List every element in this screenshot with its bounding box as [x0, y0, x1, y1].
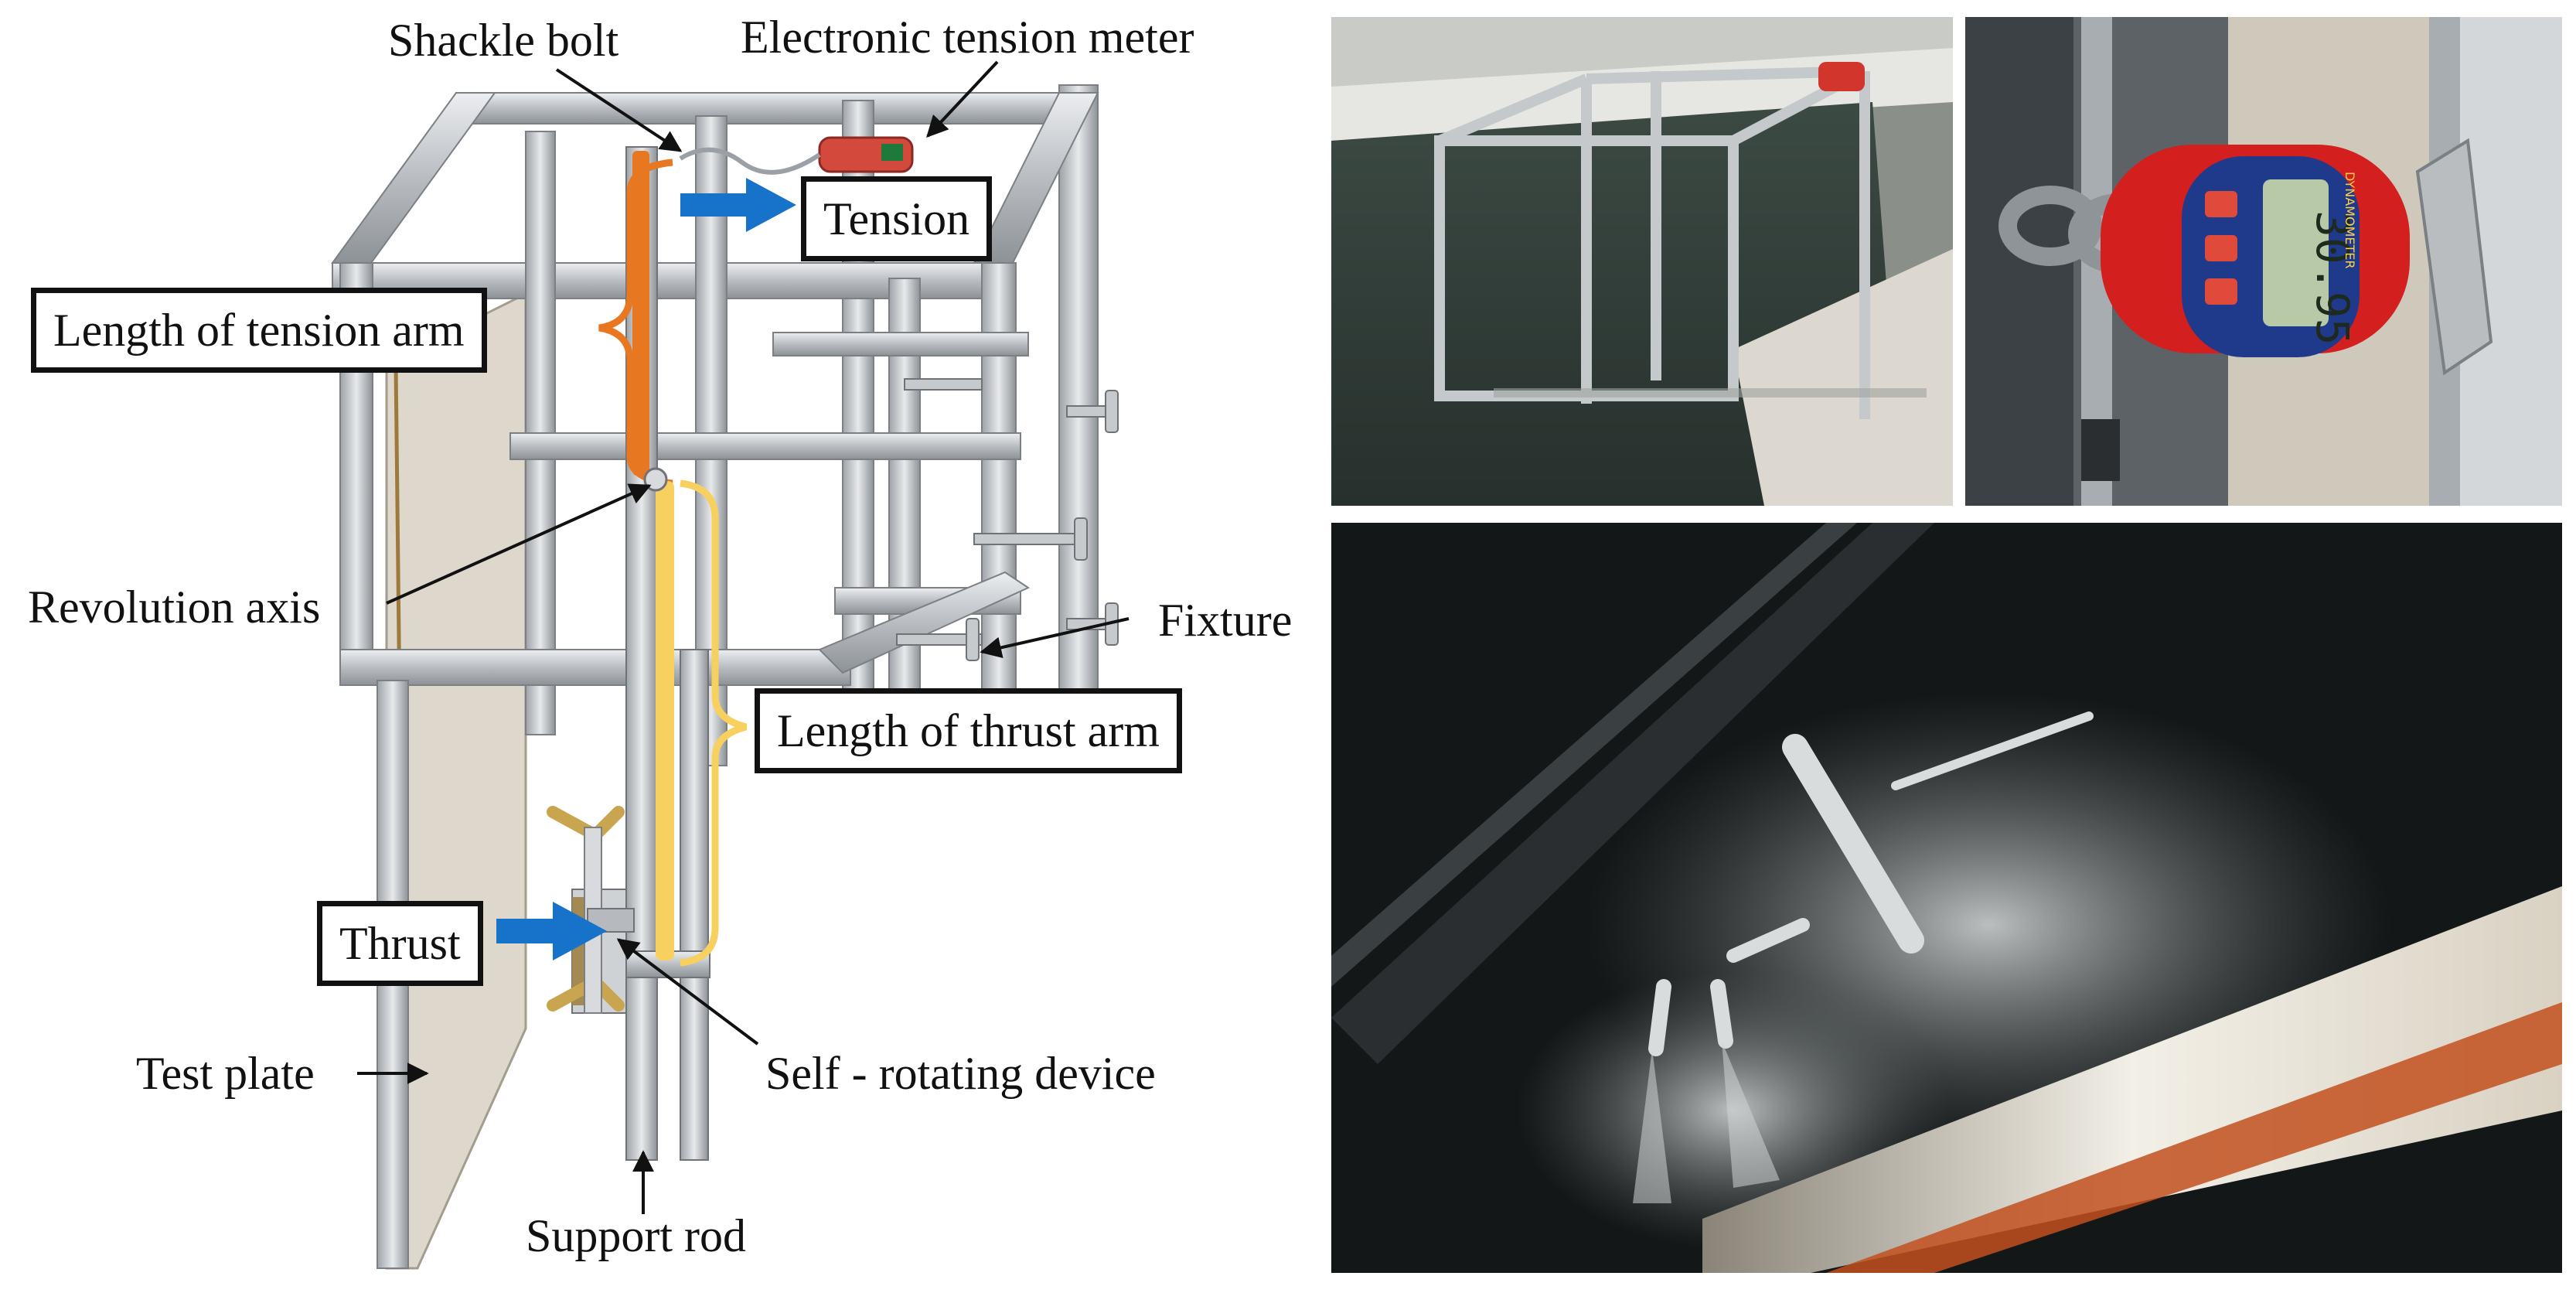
photo-rig-in-tank [1331, 17, 1953, 506]
label-fixture: Fixture [1158, 595, 1293, 646]
thrust-arm-brace [680, 479, 748, 967]
tension-meter [679, 136, 914, 175]
label-tension-arm: Length of tension arm [31, 288, 487, 373]
thrust-arm-bar [656, 481, 674, 960]
label-self-rotating: Self - rotating device [765, 1048, 1156, 1099]
photo-dynamometer: 30.95 DYNAMOMETER [1965, 17, 2562, 506]
tension-arm-bar [632, 151, 649, 476]
leader-shackle-bolt [555, 68, 683, 152]
meter-brand: DYNAMOMETER [2343, 172, 2357, 268]
leader-revolution-axis [386, 483, 652, 605]
fixture-clamps [896, 378, 1119, 661]
rig-schematic [331, 60, 1130, 1270]
label-support-rod: Support rod [526, 1210, 746, 1261]
label-thrust-arm: Length of thrust arm [755, 688, 1182, 773]
tension-arrow [680, 178, 796, 232]
label-revolution-axis: Revolution axis [28, 582, 321, 633]
thrust-arrow [496, 902, 607, 960]
leader-tension-meter [926, 60, 999, 138]
meter-reading: 30.95 [2306, 210, 2359, 346]
label-tension-meter: Electronic tension meter [741, 12, 1194, 63]
label-thrust: Thrust [317, 901, 483, 986]
leader-self-rotating [616, 938, 759, 1046]
label-tension: Tension [801, 176, 993, 261]
tension-arm-brace [598, 159, 673, 487]
label-shackle-bolt: Shackle bolt [388, 15, 619, 66]
leader-fixture [980, 617, 1130, 659]
label-test-plate: Test plate [136, 1048, 315, 1099]
photo-underwater-jets [1331, 523, 2562, 1273]
